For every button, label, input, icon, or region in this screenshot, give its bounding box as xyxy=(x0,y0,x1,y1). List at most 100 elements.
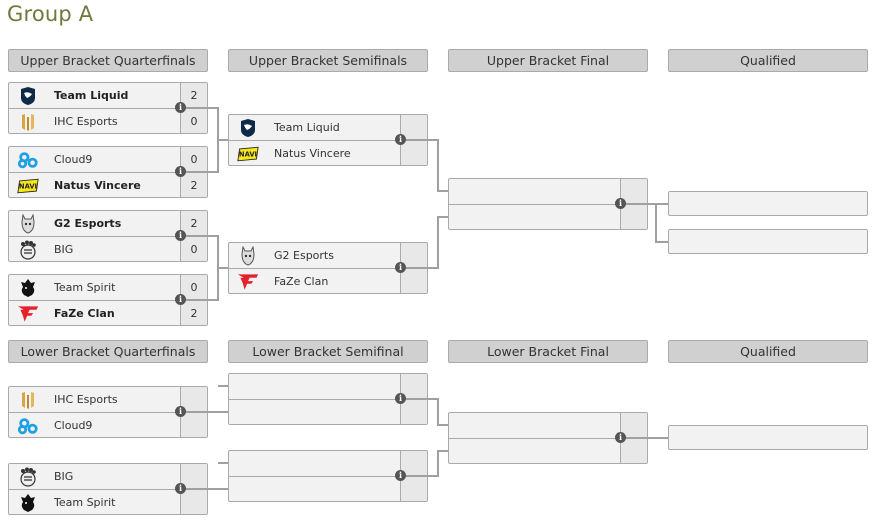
cloud9-logo-icon xyxy=(17,150,39,169)
team-score xyxy=(180,490,207,514)
header-upper-qualified: Qualified xyxy=(668,49,868,72)
faze-clan-logo-icon xyxy=(237,272,259,291)
team-name: Team Liquid xyxy=(274,121,340,134)
team-slot[interactable]: BIG xyxy=(9,464,181,490)
team-slot[interactable] xyxy=(449,413,621,439)
match-info-icon[interactable]: i xyxy=(395,470,406,481)
team-liquid-logo-icon xyxy=(237,118,259,137)
header-lbf: Lower Bracket Final xyxy=(448,340,648,363)
team-slot[interactable]: Cloud9 xyxy=(9,413,181,438)
team-spirit-logo-icon xyxy=(17,278,39,297)
team-score: 0 xyxy=(180,237,207,261)
team-slot[interactable]: FaZe Clan xyxy=(9,301,181,326)
match-info-icon[interactable]: i xyxy=(175,230,186,241)
team-slot[interactable]: FaZe Clan xyxy=(229,269,401,294)
big-logo-icon xyxy=(17,240,39,260)
header-lbsf: Lower Bracket Semifinal xyxy=(228,340,428,363)
team-slot[interactable]: IHC Esports xyxy=(9,109,181,134)
team-score: 0 xyxy=(180,109,207,133)
header-lbqf: Lower Bracket Quarterfinals xyxy=(8,340,208,363)
header-ubqf: Upper Bracket Quarterfinals xyxy=(8,49,208,72)
match-info-icon[interactable]: i xyxy=(175,102,186,113)
team-name: Cloud9 xyxy=(54,153,93,166)
team-slot[interactable] xyxy=(229,477,401,502)
group-title: Group A xyxy=(7,2,94,26)
team-score: 2 xyxy=(180,301,207,325)
team-slot[interactable] xyxy=(449,205,621,230)
big-logo-icon xyxy=(17,467,39,487)
team-slot[interactable]: G2 Esports xyxy=(229,243,401,269)
match-info-icon[interactable]: i xyxy=(395,262,406,273)
team-slot[interactable]: G2 Esports xyxy=(9,211,181,237)
match-info-icon[interactable]: i xyxy=(175,483,186,494)
qualified-slot xyxy=(668,191,868,216)
match-info-icon[interactable]: i xyxy=(175,406,186,417)
match-info-icon[interactable]: i xyxy=(615,432,626,443)
match-info-icon[interactable]: i xyxy=(175,166,186,177)
team-score xyxy=(620,205,647,229)
qualified-slot xyxy=(668,229,868,254)
match-info-icon[interactable]: i xyxy=(395,134,406,145)
ihc-esports-logo-icon xyxy=(17,112,39,131)
connector xyxy=(655,204,668,243)
match-info-icon[interactable]: i xyxy=(175,294,186,305)
team-name: BIG xyxy=(54,243,74,256)
team-name: Team Liquid xyxy=(54,89,129,102)
team-slot[interactable]: Team Spirit xyxy=(9,490,181,515)
team-name: BIG xyxy=(54,470,74,483)
team-liquid-logo-icon xyxy=(17,86,39,105)
team-name: IHC Esports xyxy=(54,115,118,128)
team-score xyxy=(400,477,427,501)
team-score xyxy=(180,413,207,437)
match[interactable]: BIG Team Spirit xyxy=(8,463,208,515)
qualified-slot xyxy=(668,425,868,450)
team-slot[interactable] xyxy=(229,400,401,425)
match[interactable] xyxy=(448,412,648,464)
svg-text:NAVI: NAVI xyxy=(19,182,37,190)
team-score xyxy=(620,439,647,463)
match-info-icon[interactable]: i xyxy=(395,393,406,404)
header-ubf: Upper Bracket Final xyxy=(448,49,648,72)
team-slot[interactable] xyxy=(229,451,401,477)
cloud9-logo-icon xyxy=(17,416,39,435)
team-name: Natus Vincere xyxy=(274,147,351,160)
team-slot[interactable]: Cloud9 xyxy=(9,147,181,173)
match-info-icon[interactable]: i xyxy=(615,198,626,209)
team-slot[interactable]: BIG xyxy=(9,237,181,262)
team-slot[interactable] xyxy=(229,374,401,400)
team-score: 2 xyxy=(180,173,207,197)
team-name: Team Spirit xyxy=(54,281,116,294)
team-name: Natus Vincere xyxy=(54,179,141,192)
team-name: Cloud9 xyxy=(54,419,93,432)
team-name: FaZe Clan xyxy=(54,307,115,320)
team-score xyxy=(400,269,427,293)
match[interactable] xyxy=(448,178,648,230)
team-slot[interactable]: Team Liquid xyxy=(229,115,401,141)
g2-esports-logo-icon xyxy=(17,213,39,234)
team-slot[interactable]: Team Liquid xyxy=(9,83,181,109)
team-name: G2 Esports xyxy=(274,249,334,262)
natus-vincere-logo-icon: NAVI xyxy=(237,144,259,163)
g2-esports-logo-icon xyxy=(237,245,259,266)
team-slot[interactable]: Team Spirit xyxy=(9,275,181,301)
team-slot[interactable] xyxy=(449,439,621,464)
team-name: Team Spirit xyxy=(54,496,116,509)
team-name: G2 Esports xyxy=(54,217,122,230)
team-slot[interactable]: IHC Esports xyxy=(9,387,181,413)
natus-vincere-logo-icon: NAVI xyxy=(17,176,39,195)
svg-text:NAVI: NAVI xyxy=(239,150,257,158)
team-name: IHC Esports xyxy=(54,393,118,406)
team-slot[interactable]: NAVI Natus Vincere xyxy=(229,141,401,166)
header-ubsf: Upper Bracket Semifinals xyxy=(228,49,428,72)
team-spirit-logo-icon xyxy=(17,493,39,512)
ihc-esports-logo-icon xyxy=(17,390,39,409)
faze-clan-logo-icon xyxy=(17,304,39,323)
team-score xyxy=(400,400,427,424)
team-slot[interactable] xyxy=(449,179,621,205)
team-slot[interactable]: NAVI Natus Vincere xyxy=(9,173,181,198)
